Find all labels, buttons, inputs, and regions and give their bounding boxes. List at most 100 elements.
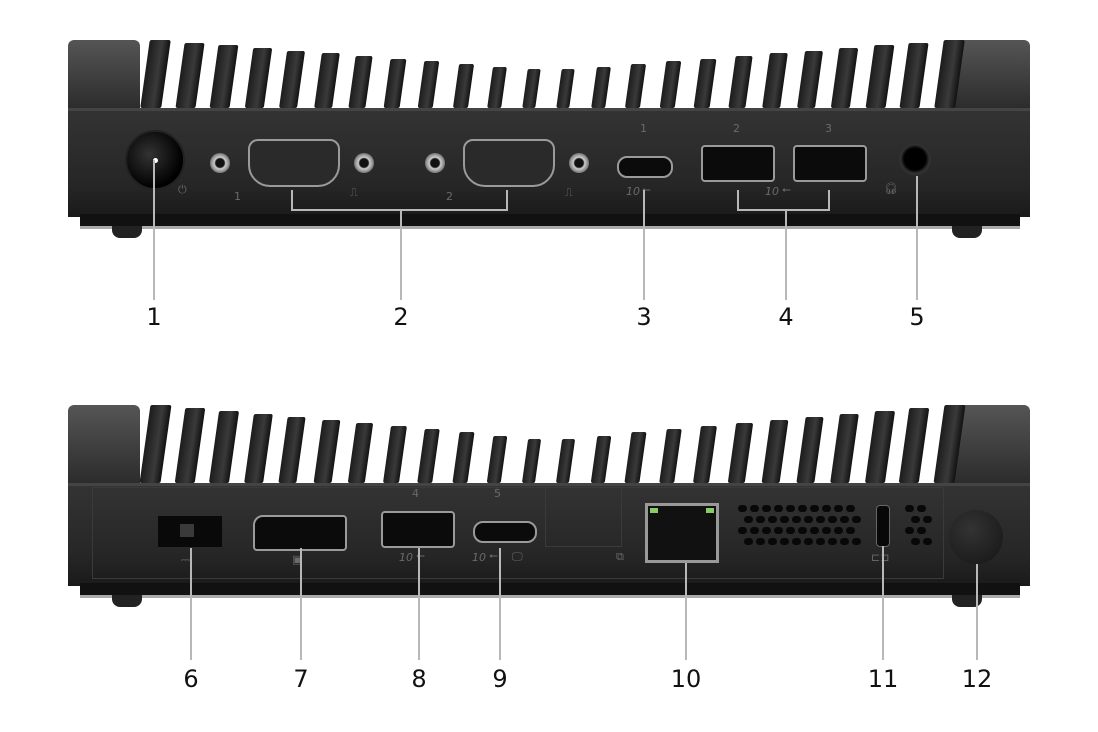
vent-hole: [738, 505, 747, 512]
vent-hole: [804, 516, 813, 523]
serial-icon: ⎍: [350, 186, 358, 199]
body-corner: [68, 405, 140, 487]
vent-hole: [744, 516, 753, 523]
usb-a-port-4: [381, 511, 455, 548]
vent-hole: [852, 516, 861, 523]
vent-hole: [840, 516, 849, 523]
usb-a-port-2: [701, 145, 775, 182]
vent-hole: [846, 505, 855, 512]
serial-port-2: [423, 137, 593, 189]
vent-hole: [750, 505, 759, 512]
heatsink-fin: [761, 420, 788, 483]
heatsink-fin: [795, 417, 824, 483]
usb-a-3-label: 3: [825, 122, 832, 135]
usb-icon: ⭠: [782, 183, 791, 196]
heatsink-fin: [830, 47, 859, 108]
heatsink-fin: [556, 69, 576, 108]
callout-4: 4: [778, 303, 794, 331]
heatsink-fin: [452, 63, 474, 108]
callout-9: 9: [492, 665, 508, 693]
heatsink-fin: [864, 411, 895, 483]
vent-hole: [816, 516, 825, 523]
vent-hole: [780, 538, 789, 545]
displayport-icon: ▣: [292, 553, 303, 566]
heatsink-fin: [347, 423, 374, 483]
heatsink-fin: [624, 432, 647, 483]
vent-hole: [905, 527, 914, 534]
blank-cover: [545, 487, 622, 547]
heatsink-fin: [727, 55, 752, 108]
vent-hole: [822, 527, 831, 534]
usb-speed-label: 10: [472, 551, 486, 564]
vent-hole: [840, 538, 849, 545]
power-button: [125, 130, 185, 190]
vent-hole: [774, 527, 783, 534]
callout-10: 10: [670, 665, 702, 693]
dc-in-port: [158, 516, 222, 547]
base-edge: [80, 214, 1020, 229]
callout-7: 7: [293, 665, 309, 693]
heatsink-fin: [486, 435, 508, 483]
usb-c-port-5: [473, 521, 537, 543]
vent-hole: [798, 527, 807, 534]
heatsink-fin: [658, 429, 682, 483]
heatsink-fin: [590, 435, 611, 483]
network-icon: ⧉: [616, 550, 624, 563]
rubber-foot: [112, 595, 142, 607]
heatsink-fin: [313, 420, 340, 483]
usb-speed-label: 10: [626, 185, 640, 198]
heatsink-fin: [659, 61, 682, 108]
display-icon: 🖵︎: [512, 550, 523, 563]
ethernet-port: [645, 503, 719, 563]
callout-8: 8: [411, 665, 427, 693]
vent-hole: [810, 505, 819, 512]
dc-in-icon: ⎓: [181, 553, 190, 566]
heatsink-fin: [693, 426, 718, 483]
rubber-foot: [112, 226, 142, 238]
base-edge: [80, 583, 1020, 598]
power-icon: ⏻: [178, 183, 187, 196]
vent-hole: [792, 538, 801, 545]
vent-hole: [810, 527, 819, 534]
displayport: [253, 515, 347, 551]
heatsink-fin: [555, 438, 576, 483]
usb-c-5-label: 5: [494, 487, 501, 500]
heatsink-fin: [209, 45, 238, 108]
heatsink-fin: [417, 429, 441, 483]
heatsink-fin: [383, 58, 407, 108]
callout-11: 11: [867, 665, 899, 693]
heatsink-fin: [348, 55, 373, 108]
vent-hole: [834, 505, 843, 512]
vent-hole: [917, 505, 926, 512]
heatsink-fin: [487, 66, 507, 108]
heatsink-fin: [451, 432, 474, 483]
usb-speed-label: 10: [765, 185, 779, 198]
vent-hole: [828, 538, 837, 545]
round-cover: [949, 510, 1003, 564]
heatsink-fin: [139, 405, 172, 483]
heatsink-fin: [590, 66, 611, 108]
vent-hole: [816, 538, 825, 545]
heatsink-fin: [382, 426, 407, 483]
vent-hole: [923, 538, 932, 545]
security-lock-slot: [876, 505, 890, 547]
heatsink-fin: [521, 69, 541, 108]
vent-hole: [750, 527, 759, 534]
serial-2-label: 2: [446, 190, 453, 203]
heatsink-fin: [243, 414, 273, 483]
heatsink-fin: [313, 53, 339, 108]
usb-speed-label: 10: [399, 551, 413, 564]
callout-1: 1: [146, 303, 162, 331]
serial-icon: ⎍: [565, 186, 573, 199]
vent-hole: [744, 538, 753, 545]
vent-hole: [834, 527, 843, 534]
vent-hole: [786, 527, 795, 534]
usb-icon: ⭠: [489, 549, 498, 562]
callout-12: 12: [961, 665, 993, 693]
usb-a-4-label: 4: [412, 487, 419, 500]
heatsink-fin: [521, 438, 541, 483]
body-corner: [68, 40, 140, 112]
heatsink-fin: [174, 42, 205, 108]
callout-5: 5: [909, 303, 925, 331]
vent-hole: [792, 516, 801, 523]
